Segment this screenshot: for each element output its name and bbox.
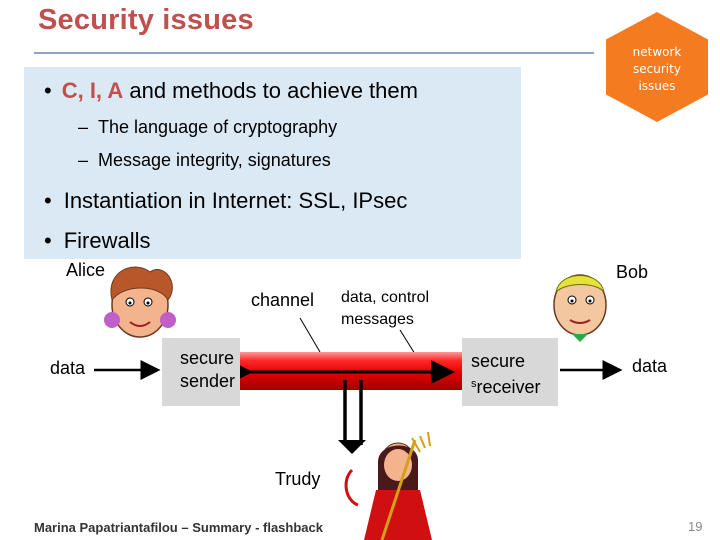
alice-illustration — [104, 266, 176, 338]
secure-receiver-box: secure sreceiver — [462, 338, 558, 406]
secure-sender-box: secure sender — [162, 338, 240, 406]
footer-author: Marina Papatriantafilou – Summary - flas… — [34, 520, 323, 535]
sub-bullet-dash: – — [78, 117, 89, 137]
receiver-label-line-1: secure — [471, 351, 526, 371]
title-divider — [34, 52, 594, 54]
content-panel — [24, 67, 521, 259]
receiver-label-prefix: s — [471, 378, 477, 390]
slide-title: Security issues — [38, 4, 254, 36]
sub-bullet-dash: – — [78, 150, 89, 170]
interception-stub — [343, 380, 363, 445]
dcm-line-1: data, control — [341, 289, 430, 306]
bullet-firewalls-text: Firewalls — [63, 228, 151, 253]
alice-label: Alice — [66, 260, 106, 280]
channel-leader-line — [299, 317, 321, 353]
badge-line-2: security — [633, 61, 681, 76]
sub-bullet-cryptography: –The language of cryptography — [78, 117, 337, 138]
data-control-messages-label: data, control messages — [341, 287, 429, 331]
receiver-label-line-2: sreceiver — [471, 373, 541, 399]
data-right-label: data — [632, 356, 668, 376]
sender-label-line-1: secure — [180, 348, 235, 368]
bullet-dot: • — [44, 78, 52, 103]
sender-label-line-2: sender — [180, 371, 236, 391]
bullet-dot: • — [44, 188, 52, 213]
page-number: 19 — [688, 519, 703, 534]
badge-line-3: issues — [638, 78, 676, 93]
badge-line-1: network — [632, 44, 682, 59]
bullet-instantiation-text: Instantiation in Internet: SSL, IPsec — [63, 188, 408, 213]
receiver-label-line-2-text: receiver — [476, 377, 541, 397]
sub-bullet-integrity-text: Message integrity, signatures — [98, 150, 331, 170]
bullet-dot: • — [44, 228, 52, 253]
bullet-cia: • C, I, A and methods to achieve them — [44, 78, 418, 104]
sub-bullet-cryptography-text: The language of cryptography — [98, 117, 338, 137]
bob-illustration — [553, 274, 607, 342]
dcm-line-2: messages — [341, 311, 414, 328]
data-left-label: data — [50, 358, 86, 378]
channel-label: channel — [251, 290, 315, 310]
trudy-label: Trudy — [275, 469, 321, 489]
bullet-cia-highlight: C, I, A — [61, 78, 124, 103]
bob-label: Bob — [616, 262, 649, 282]
bullet-firewalls: • Firewalls — [44, 228, 151, 254]
interception-arrowhead — [338, 440, 366, 454]
bullet-cia-text: and methods to achieve them — [123, 78, 418, 103]
bullet-instantiation: • Instantiation in Internet: SSL, IPsec — [44, 188, 407, 214]
network-security-badge[interactable]: network security issues — [606, 12, 708, 122]
trudy-illustration — [344, 431, 432, 540]
sub-bullet-integrity: –Message integrity, signatures — [78, 150, 331, 171]
